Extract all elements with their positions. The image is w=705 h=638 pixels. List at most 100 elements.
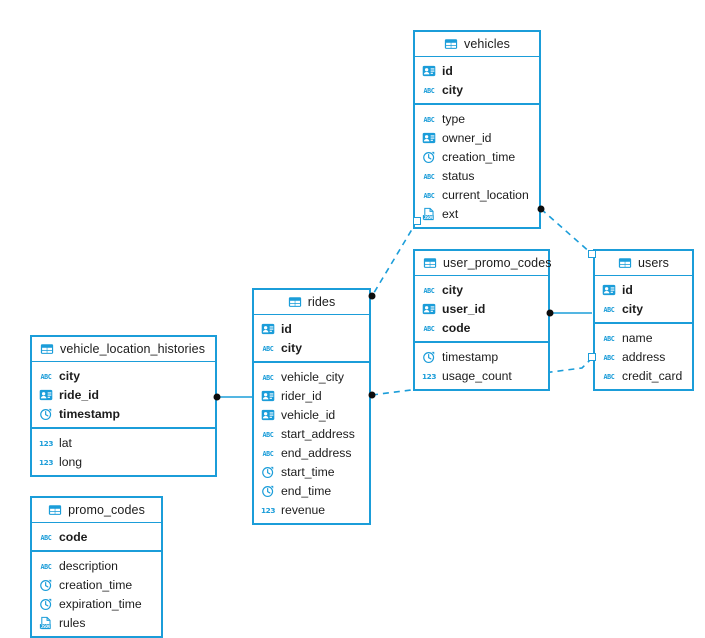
table-header-vehicle_location_histories[interactable]: vehicle_location_histories (32, 337, 215, 362)
svg-text:ABC: ABC (263, 430, 274, 438)
svg-text:ABC: ABC (424, 115, 435, 123)
field-row-creation_time[interactable]: creation_time (415, 147, 539, 166)
svg-text:JSON: JSON (41, 623, 51, 628)
field-row-rules[interactable]: JSON rules (32, 613, 161, 632)
abc-text-icon: ABC (424, 286, 436, 294)
abc-text-icon: ABC (41, 372, 53, 380)
field-row-id[interactable]: id (254, 319, 369, 338)
field-name: ext (442, 206, 459, 221)
table-grid-icon (423, 258, 437, 268)
field-name: end_time (281, 483, 332, 498)
table-grid-icon (618, 258, 632, 268)
table-header-rides[interactable]: rides (254, 290, 369, 315)
field-name: start_time (281, 464, 335, 479)
field-row-id[interactable]: id (415, 61, 539, 80)
field-row-expiration_time[interactable]: expiration_time (32, 594, 161, 613)
svg-text:ABC: ABC (424, 86, 435, 94)
field-name: type (442, 111, 466, 126)
field-row-start_time[interactable]: start_time (254, 462, 369, 481)
field-name: name (622, 330, 653, 345)
svg-text:ABC: ABC (604, 334, 615, 342)
relationship-endpoint-dot-vehicle-location-histories-to-rides (213, 393, 221, 401)
svg-text:ABC: ABC (263, 373, 274, 381)
svg-text:ABC: ABC (424, 191, 435, 199)
table-header-vehicles[interactable]: vehicles (415, 32, 539, 57)
clock-icon (40, 408, 52, 420)
123-number-icon: 123 (422, 372, 436, 381)
field-row-id[interactable]: id (595, 280, 692, 299)
table-header-users[interactable]: users (595, 251, 692, 276)
field-row-rider_id[interactable]: rider_id (254, 386, 369, 405)
field-name: creation_time (442, 149, 516, 164)
field-name: credit_card (622, 368, 683, 383)
relationship-endpoint-square-vehicles-to-users (588, 250, 596, 258)
field-row-ride_id[interactable]: ride_id (32, 385, 215, 404)
relationship-endpoint-square-vehicles-to-rides (413, 217, 421, 225)
svg-text:ABC: ABC (604, 305, 615, 313)
field-row-user_id[interactable]: user_id (415, 299, 548, 318)
field-row-timestamp[interactable]: timestamp (415, 347, 548, 366)
field-row-type[interactable]: ABC type (415, 109, 539, 128)
field-name: rules (59, 615, 86, 630)
table-grid-icon (48, 505, 62, 515)
table-header-promo_codes[interactable]: promo_codes (32, 498, 161, 523)
table-grid-icon (40, 344, 54, 354)
field-row-vehicle_id[interactable]: vehicle_id (254, 405, 369, 424)
field-row-vehicle_city[interactable]: ABC vehicle_city (254, 367, 369, 386)
clock-icon (40, 579, 52, 591)
abc-text-icon: ABC (41, 533, 53, 541)
field-name: status (442, 168, 475, 183)
id-card-icon (422, 65, 436, 76)
abc-text-icon: ABC (263, 430, 275, 438)
id-card-icon (261, 323, 275, 334)
field-row-end_time[interactable]: end_time (254, 481, 369, 500)
field-name: id (442, 63, 453, 78)
table-grid-icon (444, 39, 458, 49)
field-row-name[interactable]: ABC name (595, 328, 692, 347)
table-title: vehicles (464, 37, 510, 51)
id-card-icon (422, 132, 436, 143)
svg-text:123: 123 (39, 458, 53, 467)
field-row-timestamp[interactable]: timestamp (32, 404, 215, 423)
field-row-creation_time[interactable]: creation_time (32, 575, 161, 594)
svg-text:ABC: ABC (41, 372, 52, 380)
table-title: user_promo_codes (443, 256, 552, 270)
field-name: owner_id (442, 130, 492, 145)
table-header-user_promo_codes[interactable]: user_promo_codes (415, 251, 552, 276)
field-row-city[interactable]: ABC city (32, 366, 215, 385)
abc-text-icon: ABC (424, 172, 436, 180)
relationship-endpoint-square-rides-to-users (588, 353, 596, 361)
field-row-owner_id[interactable]: owner_id (415, 128, 539, 147)
field-name: vehicle_city (281, 369, 344, 384)
field-name: timestamp (59, 406, 120, 421)
field-row-status[interactable]: ABC status (415, 166, 539, 185)
svg-text:ABC: ABC (41, 533, 52, 541)
field-name: city (59, 368, 81, 383)
